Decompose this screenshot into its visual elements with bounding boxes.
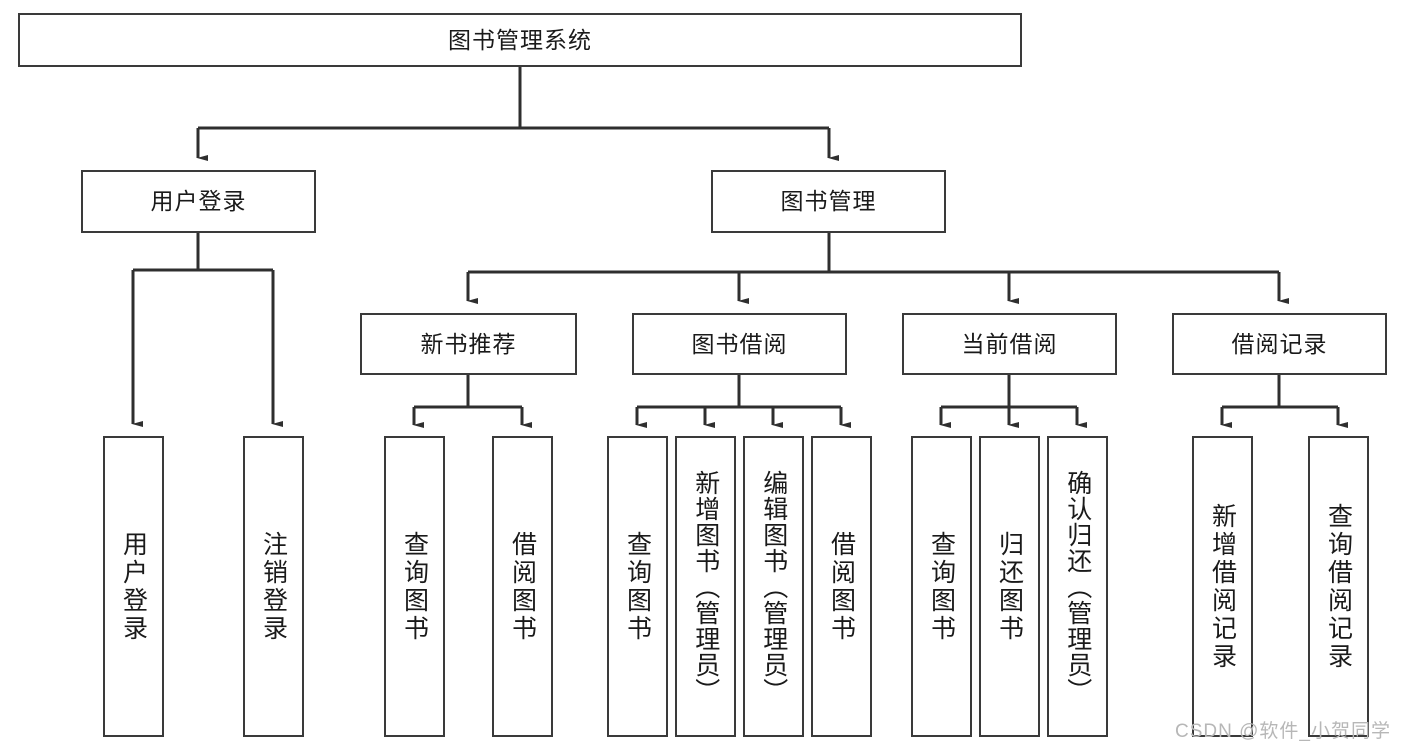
node-book-borrow[interactable]: 图书借阅 xyxy=(632,313,847,375)
node-book-borrow-label: 图书借阅 xyxy=(691,330,788,357)
leaf-borrow-book-1[interactable]: 借阅图书 xyxy=(492,436,553,737)
leaf-edit-book-admin[interactable]: 编辑图书（管理员） xyxy=(743,436,804,737)
leaf-borrow-book-2-label: 借阅图书 xyxy=(827,530,856,643)
node-root-label: 图书管理系统 xyxy=(448,26,592,53)
leaf-edit-book-admin-label: 编辑图书（管理员） xyxy=(759,469,788,704)
leaf-query-book-1[interactable]: 查询图书 xyxy=(384,436,445,737)
leaf-confirm-return-admin-label: 确认归还（管理员） xyxy=(1063,469,1092,704)
leaf-query-book-2[interactable]: 查询图书 xyxy=(607,436,668,737)
watermark-text: CSDN @软件_小贺同学 xyxy=(1175,721,1391,742)
node-root[interactable]: 图书管理系统 xyxy=(18,13,1022,67)
node-new-book-recommend[interactable]: 新书推荐 xyxy=(360,313,577,375)
node-borrow-record[interactable]: 借阅记录 xyxy=(1172,313,1387,375)
leaf-user-login-label: 用户登录 xyxy=(119,530,148,643)
leaf-logout-login[interactable]: 注销登录 xyxy=(243,436,304,737)
leaf-logout-login-label: 注销登录 xyxy=(259,530,288,643)
leaf-query-borrow-record[interactable]: 查询借阅记录 xyxy=(1308,436,1369,737)
leaf-query-borrow-record-label: 查询借阅记录 xyxy=(1324,502,1353,671)
leaf-user-login[interactable]: 用户登录 xyxy=(103,436,164,737)
node-current-borrow[interactable]: 当前借阅 xyxy=(902,313,1117,375)
leaf-query-book-2-label: 查询图书 xyxy=(623,530,652,643)
node-user-login[interactable]: 用户登录 xyxy=(81,170,316,233)
node-book-manage-label: 图书管理 xyxy=(780,188,877,214)
leaf-return-book[interactable]: 归还图书 xyxy=(979,436,1040,737)
leaf-return-book-label: 归还图书 xyxy=(995,530,1024,643)
leaf-borrow-book-2[interactable]: 借阅图书 xyxy=(811,436,872,737)
node-book-manage[interactable]: 图书管理 xyxy=(711,170,946,233)
leaf-add-borrow-record-label: 新增借阅记录 xyxy=(1208,502,1237,671)
leaf-query-book-3-label: 查询图书 xyxy=(927,530,956,643)
node-new-book-recommend-label: 新书推荐 xyxy=(420,330,517,357)
leaf-query-book-1-label: 查询图书 xyxy=(400,530,429,643)
leaf-add-borrow-record[interactable]: 新增借阅记录 xyxy=(1192,436,1253,737)
leaf-add-book-admin-label: 新增图书（管理员） xyxy=(691,469,720,704)
leaf-add-book-admin[interactable]: 新增图书（管理员） xyxy=(675,436,736,737)
leaf-confirm-return-admin[interactable]: 确认归还（管理员） xyxy=(1047,436,1108,737)
node-borrow-record-label: 借阅记录 xyxy=(1231,330,1328,357)
node-user-login-label: 用户登录 xyxy=(150,188,247,214)
leaf-query-book-3[interactable]: 查询图书 xyxy=(911,436,972,737)
node-current-borrow-label: 当前借阅 xyxy=(961,330,1058,357)
leaf-borrow-book-1-label: 借阅图书 xyxy=(508,530,537,643)
